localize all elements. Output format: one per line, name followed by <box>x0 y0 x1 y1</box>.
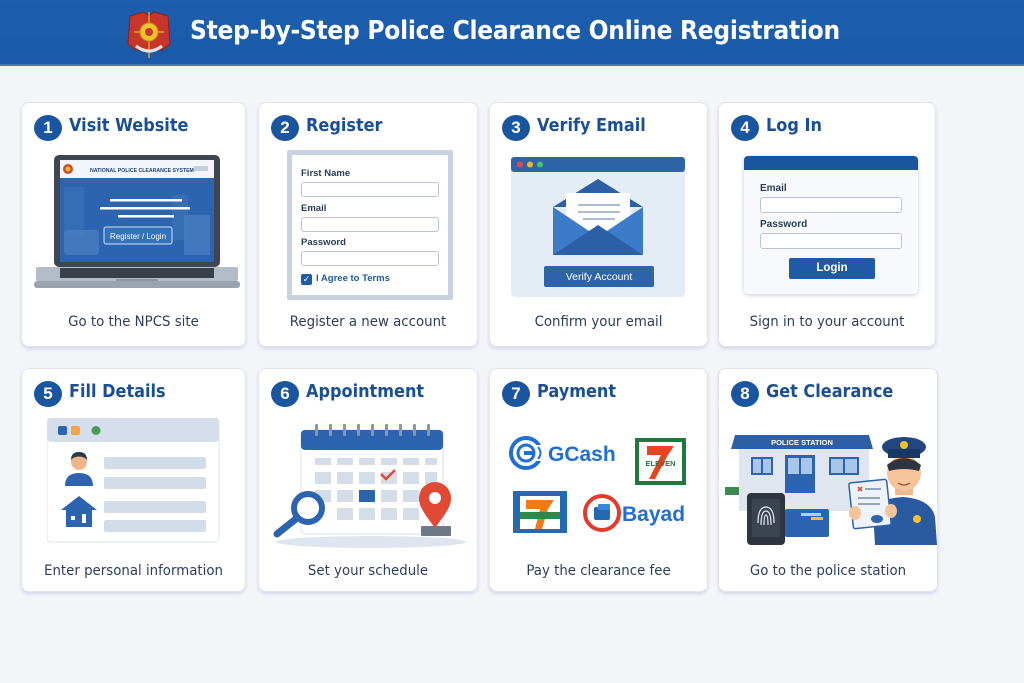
step-title: Payment <box>537 382 617 402</box>
step-card-fill-details: 5 Fill Details Enter personal informatio… <box>21 368 246 592</box>
step-card-visit-website: 1 Visit Website NATIONAL POLICE CLEARANC… <box>21 102 246 347</box>
pnp-logo-icon <box>127 11 171 58</box>
registration-form: First Name Email Password ✓ I Agree to T… <box>287 150 453 300</box>
login-form: Email Password Login <box>744 156 918 294</box>
house-icon <box>61 496 97 527</box>
step-number-badge: 8 <box>731 381 759 407</box>
checkmark-icon <box>380 469 396 481</box>
step-title: Verify Email <box>537 116 646 136</box>
svg-text:ELEVEN: ELEVEN <box>645 459 675 468</box>
password-label: Password <box>760 219 808 230</box>
clearance-document-icon <box>848 478 897 530</box>
seven-eleven-logo: ELEVEN <box>635 438 686 485</box>
login-form-header <box>744 156 918 170</box>
step-caption: Go to the police station <box>749 563 907 579</box>
register-login-link: Register / Login <box>110 232 166 241</box>
laptop-illustration: NATIONAL POLICE CLEARANCE SYSTEM Registe… <box>34 155 240 288</box>
map-pin-icon <box>419 482 451 536</box>
step-caption: Enter personal information <box>44 563 223 579</box>
bayad-logo: Bayad <box>583 494 685 532</box>
step-number-badge: 2 <box>271 115 299 141</box>
step-number-badge: 7 <box>502 381 530 407</box>
step-number-badge: 4 <box>731 115 759 141</box>
password-label: Password <box>301 237 346 248</box>
agree-terms-checkbox[interactable]: ✓ <box>301 274 312 285</box>
step-caption: Confirm your email <box>534 314 663 330</box>
step-title: Visit Website <box>69 116 189 136</box>
password-field[interactable] <box>301 251 439 266</box>
seven-connect-logo <box>513 491 567 533</box>
calendar-illustration <box>273 424 466 548</box>
password-field[interactable] <box>760 233 902 249</box>
step-title: Fill Details <box>69 382 166 402</box>
step-caption: Go to the NPCS site <box>68 314 199 330</box>
page-title: Step-by-Step Police Clearance Online Reg… <box>190 16 840 46</box>
step-number-badge: 1 <box>34 115 62 141</box>
svg-text:Bayad: Bayad <box>622 503 685 526</box>
step-caption: Register a new account <box>289 314 447 330</box>
step-title: Log In <box>766 116 822 136</box>
police-station-illustration: POLICE STATION <box>725 421 937 547</box>
step-caption: Sign in to your account <box>749 314 905 330</box>
gcash-logo: GCash <box>509 436 616 470</box>
step-number-badge: 6 <box>271 381 299 407</box>
payment-logos-illustration: GCash ELEVEN Bayad <box>509 436 686 533</box>
step-card-log-in: 4 Log In Email Password Login Sign in to… <box>718 102 936 347</box>
svg-text:GCash: GCash <box>548 443 616 466</box>
email-field[interactable] <box>760 197 902 213</box>
police-station-sign: POLICE STATION <box>771 438 833 447</box>
first-name-label: First Name <box>301 168 351 179</box>
email-field[interactable] <box>301 217 439 232</box>
step-caption: Set your schedule <box>307 563 429 579</box>
step-card-payment: 7 Payment GCash ELEVEN Bayad <box>489 368 708 592</box>
agree-terms-label: I Agree to Terms <box>316 273 390 284</box>
step-number-badge: 5 <box>34 381 62 407</box>
step-card-get-clearance: 8 Get Clearance POLICE STATION <box>718 368 938 592</box>
step-card-register: 2 Register First Name Email Password ✓ I… <box>258 102 478 347</box>
step-title: Get Clearance <box>766 382 894 402</box>
npcs-site-title: NATIONAL POLICE CLEARANCE SYSTEM <box>90 168 194 174</box>
verify-account-button: Verify Account <box>566 271 633 283</box>
email-label: Email <box>760 183 787 194</box>
first-name-field[interactable] <box>301 182 439 197</box>
email-label: Email <box>301 203 327 214</box>
step-caption: Pay the clearance fee <box>526 563 671 579</box>
profile-form-illustration <box>47 418 220 543</box>
email-illustration: Verify Account <box>511 157 685 297</box>
magnifier-icon <box>273 491 325 538</box>
step-title: Register <box>306 116 383 136</box>
step-title: Appointment <box>306 382 425 402</box>
person-icon <box>65 452 93 486</box>
header-banner: Step-by-Step Police Clearance Online Reg… <box>0 0 1024 66</box>
fingerprint-scanner-icon <box>747 493 785 545</box>
step-card-appointment: 6 Appointment Set your sche <box>258 368 478 592</box>
step-number-badge: 3 <box>502 115 530 141</box>
step-card-verify-email: 3 Verify Email Verify Account Confirm yo… <box>489 102 708 347</box>
login-button[interactable]: Login <box>789 258 875 279</box>
